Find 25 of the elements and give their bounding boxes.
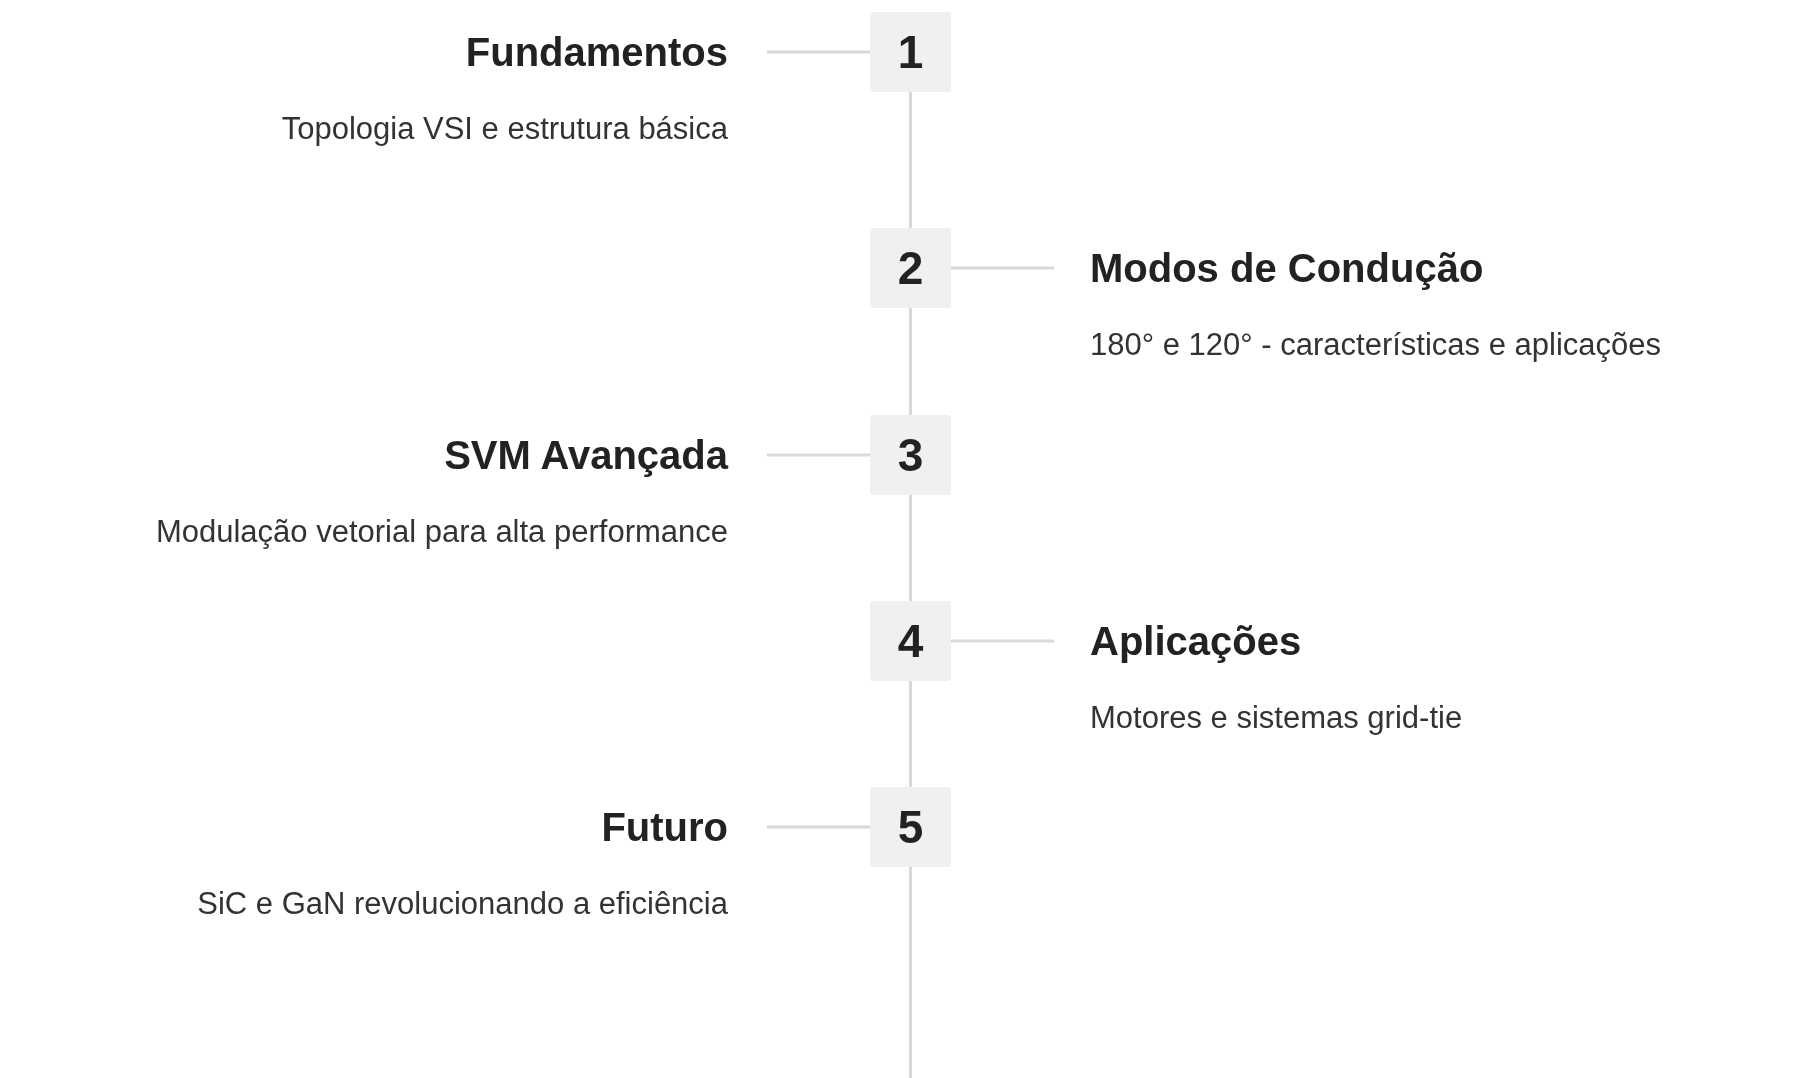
connector-line: [767, 825, 870, 829]
connector-line: [909, 681, 912, 787]
step-title: Futuro: [601, 804, 728, 851]
connector-line: [909, 867, 912, 1078]
step-description: Topologia VSI e estrutura básica: [281, 110, 728, 148]
step-title: Aplicações: [1090, 618, 1302, 665]
step-title: SVM Avançada: [444, 432, 728, 479]
step-number: 2: [870, 228, 951, 308]
step-description: SiC e GaN revolucionando a eficiência: [197, 885, 728, 923]
step-number: 3: [870, 415, 951, 495]
connector-line: [909, 92, 912, 228]
connector-line: [767, 50, 870, 54]
connector-line: [951, 266, 1054, 270]
step-number: 5: [870, 787, 951, 867]
step-description: Modulação vetorial para alta performance: [155, 513, 728, 551]
connector-line: [767, 453, 870, 457]
step-title: Fundamentos: [465, 29, 728, 76]
connector-line: [909, 495, 912, 601]
step-description: Motores e sistemas grid-tie: [1090, 699, 1463, 737]
connector-line: [951, 639, 1054, 643]
step-description: 180° e 120° - características e aplicações: [1090, 326, 1662, 364]
step-title: Modos de Condução: [1090, 245, 1484, 292]
step-number: 1: [870, 12, 951, 92]
connector-line: [909, 308, 912, 415]
step-number: 4: [870, 601, 951, 681]
